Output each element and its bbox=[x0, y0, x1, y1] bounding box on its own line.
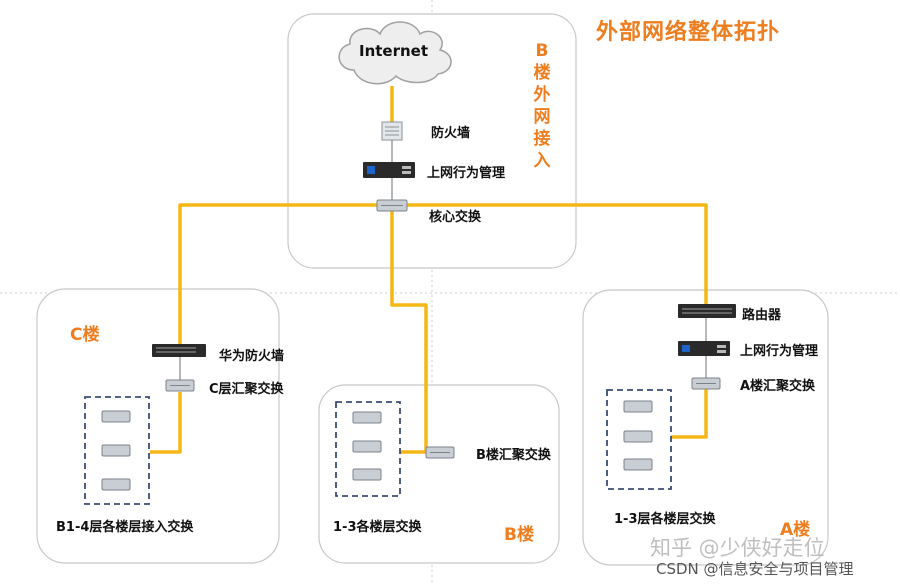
switch-icon bbox=[691, 377, 721, 390]
appliance-icon bbox=[363, 162, 415, 178]
zone-label-char: 入 bbox=[533, 151, 551, 171]
huawei-firewall-label: 华为防火墙 bbox=[219, 349, 285, 364]
zone-label-char: 楼 bbox=[533, 63, 551, 83]
zone-label-char: B bbox=[535, 41, 549, 61]
zone-label-a: A楼 bbox=[780, 520, 811, 540]
a-access-label: 1-3层各楼层交换 bbox=[614, 512, 716, 527]
a-agg-switch-label: A楼汇聚交换 bbox=[740, 379, 816, 394]
switch-group-icon bbox=[606, 389, 672, 490]
switch-icon bbox=[425, 446, 455, 459]
router-label: 路由器 bbox=[742, 308, 782, 323]
switch-group-icon bbox=[335, 401, 401, 497]
zone-c bbox=[36, 288, 280, 564]
page-title: 外部网络整体拓扑 bbox=[596, 20, 781, 45]
link-core-a bbox=[400, 203, 708, 305]
zone-b bbox=[318, 384, 560, 564]
zone-label-b: B楼 bbox=[504, 525, 534, 545]
firewall-label: 防火墙 bbox=[431, 126, 471, 141]
zone-label-c: C楼 bbox=[70, 325, 100, 345]
b-agg-switch-label: B楼汇聚交换 bbox=[476, 448, 551, 463]
behavior-mgmt-a-label: 上网行为管理 bbox=[740, 344, 819, 359]
zone-label-char: 接 bbox=[533, 129, 551, 149]
server-icon bbox=[381, 121, 403, 141]
zhihu-watermark: 知乎 @少侠好走位 bbox=[650, 536, 825, 560]
c-access-label: B1-4层各楼层接入交换 bbox=[56, 520, 194, 535]
switch-icon bbox=[165, 379, 195, 392]
appliance-icon bbox=[152, 344, 206, 357]
link-c-agg-access bbox=[150, 392, 182, 454]
cloud-icon bbox=[338, 21, 452, 85]
appliance-icon bbox=[678, 341, 730, 356]
router-icon bbox=[678, 304, 736, 318]
switch-icon bbox=[376, 199, 408, 212]
link-core-c bbox=[178, 203, 384, 345]
switch-group-icon bbox=[84, 396, 150, 505]
b-access-label: 1-3各楼层交换 bbox=[333, 520, 422, 535]
core-switch-label: 核心交换 bbox=[429, 210, 482, 225]
link-core-b bbox=[390, 211, 428, 452]
link-a-agg-access bbox=[671, 388, 708, 439]
behavior-mgmt-top-label: 上网行为管理 bbox=[427, 166, 506, 181]
internet-label: Internet bbox=[359, 42, 429, 60]
c-agg-switch-label: C层汇聚交换 bbox=[209, 382, 284, 397]
zone-label-b-external: B 楼 外 网 接 入 bbox=[532, 40, 552, 172]
zone-label-char: 网 bbox=[533, 107, 551, 127]
csdn-watermark: CSDN @信息安全与项目管理 bbox=[656, 560, 854, 578]
zone-label-char: 外 bbox=[533, 85, 551, 105]
